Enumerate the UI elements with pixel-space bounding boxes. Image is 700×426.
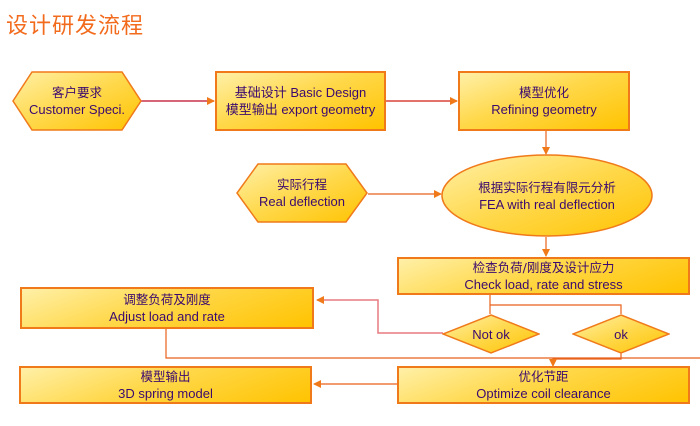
- adjust-en: Adjust load and rate: [109, 309, 225, 324]
- edge-check-to-ok-branch: [490, 304, 622, 314]
- real-deflection-cn: 实际行程: [276, 177, 327, 192]
- page-title: 设计研发流程: [6, 14, 145, 39]
- optimize-cn: 优化节距: [518, 369, 569, 384]
- node-refining: 模型优化 Refining geometry: [458, 71, 630, 131]
- fea-cn: 根据实际行程有限元分析: [478, 179, 616, 195]
- edge-adjust-to-optimize: [165, 328, 700, 359]
- node-not-ok: Not ok: [442, 314, 540, 354]
- output-en: 3D spring model: [118, 386, 213, 401]
- node-customer-spec: 客户要求 Customer Speci.: [12, 71, 142, 131]
- basic-design-line2: 模型输出 export geometry: [225, 102, 376, 117]
- customer-spec-en: Customer Speci.: [28, 102, 126, 117]
- check-cn: 检查负荷/刚度及设计应力: [472, 260, 615, 275]
- node-optimize: 优化节距 Optimize coil clearance: [397, 366, 690, 404]
- edge-ok-to-optimize: [549, 352, 622, 367]
- real-deflection-en: Real deflection: [259, 194, 345, 209]
- check-en: Check load, rate and stress: [464, 277, 623, 292]
- fea-en: FEA with real deflection: [479, 196, 615, 212]
- node-output: 模型输出 3D spring model: [19, 366, 312, 404]
- node-basic-design: 基础设计 Basic Design 模型输出 export geometry: [215, 71, 386, 131]
- refining-cn: 模型优化: [518, 85, 569, 100]
- basic-design-line1: 基础设计 Basic Design: [234, 85, 367, 100]
- not-ok-label: Not ok: [472, 326, 510, 342]
- customer-spec-cn: 客户要求: [51, 85, 102, 100]
- ok-label: ok: [614, 326, 628, 342]
- optimize-en: Optimize coil clearance: [476, 386, 611, 401]
- adjust-cn: 调整负荷及刚度: [123, 292, 211, 307]
- refining-en: Refining geometry: [491, 102, 597, 117]
- node-fea: 根据实际行程有限元分析 FEA with real deflection: [441, 154, 653, 237]
- node-adjust: 调整负荷及刚度 Adjust load and rate: [20, 287, 314, 329]
- node-real-deflection: 实际行程 Real deflection: [236, 163, 368, 223]
- node-check: 检查负荷/刚度及设计应力 Check load, rate and stress: [397, 257, 690, 295]
- output-cn: 模型输出: [140, 369, 191, 384]
- node-ok: ok: [572, 314, 670, 354]
- edge-notok-to-adjust: [316, 296, 443, 334]
